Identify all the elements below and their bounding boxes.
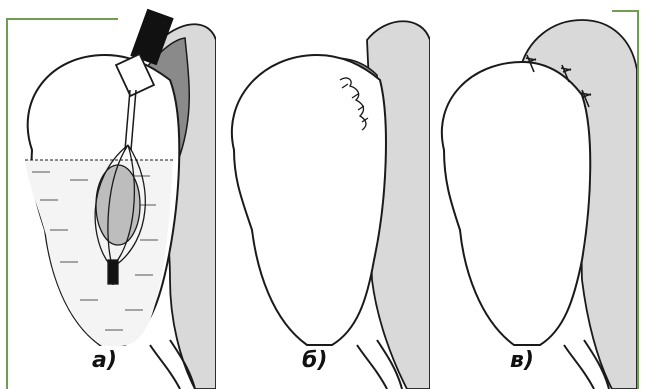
frame-right xyxy=(637,10,639,389)
caption-v: в) xyxy=(510,348,534,373)
frame-left xyxy=(6,18,8,389)
panel-b-drawing xyxy=(222,0,430,389)
panel-a-drawing xyxy=(10,0,216,389)
panel-v: в) xyxy=(432,0,637,389)
caption-b: б) xyxy=(302,348,327,373)
panel-v-drawing xyxy=(432,0,637,389)
gallbladder-outline xyxy=(442,62,590,345)
panel-b: б) xyxy=(222,0,430,389)
gallbladder-outline xyxy=(232,55,386,345)
caption-a: а) xyxy=(92,348,117,373)
panel-a: а) xyxy=(10,0,216,389)
